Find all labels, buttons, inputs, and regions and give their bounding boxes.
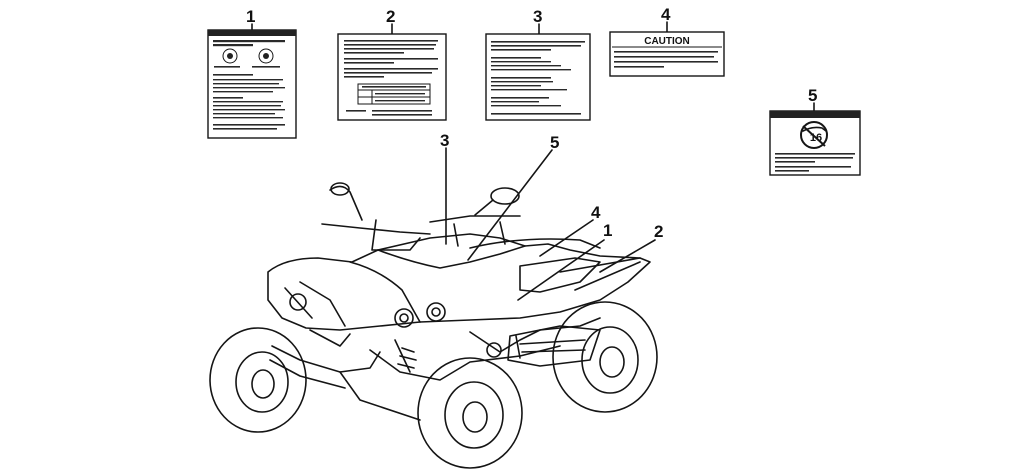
- decal-2-number: 2: [386, 7, 395, 26]
- decal-1: 1: [207, 7, 297, 139]
- atv-callout-5: 5: [550, 133, 559, 152]
- decal-3: 3: [485, 7, 591, 121]
- decal-5: 5 16: [769, 86, 861, 176]
- decal-3-number: 3: [533, 7, 542, 26]
- decal-4-number: 4: [661, 5, 671, 24]
- front-left-wheel: [209, 327, 307, 433]
- atv-body: [267, 233, 651, 421]
- atv-callout-2: 2: [654, 222, 663, 241]
- atv-drawing: [209, 182, 658, 469]
- handlebars: [321, 182, 521, 251]
- decal-5-number: 5: [808, 86, 817, 105]
- caution-title: CAUTION: [644, 36, 690, 47]
- atv-callouts: 3 5 4 1 2: [440, 131, 663, 301]
- decal-1-number: 1: [246, 7, 255, 26]
- rear-wheel: [552, 301, 658, 413]
- decal-2: 2: [337, 7, 447, 121]
- atv-callout-1: 1: [603, 221, 612, 240]
- front-right-wheel: [417, 357, 523, 469]
- atv-callout-3: 3: [440, 131, 449, 150]
- atv-callout-4: 4: [591, 203, 601, 222]
- decal-4: 4 CAUTION: [609, 5, 725, 77]
